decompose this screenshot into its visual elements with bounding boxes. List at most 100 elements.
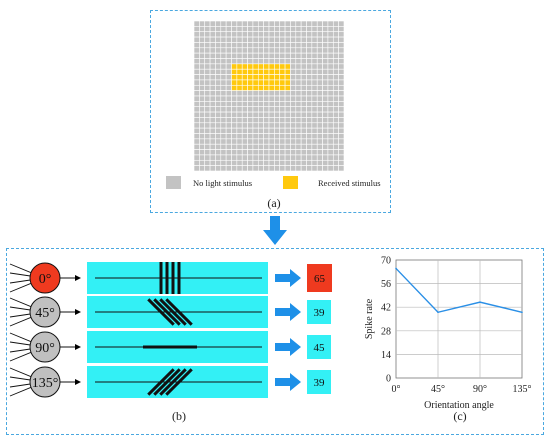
stimulus-pixel — [263, 63, 270, 70]
grid-pixel — [257, 58, 264, 65]
grid-pixel — [257, 122, 264, 129]
grid-pixel — [306, 138, 313, 145]
grid-pixel — [193, 106, 200, 113]
grid-pixel — [252, 26, 259, 33]
grid-pixel — [306, 52, 313, 59]
spike-rate-line — [395, 267, 523, 314]
grid-pixel — [236, 52, 243, 59]
grid-pixel — [263, 159, 270, 166]
grid-pixel — [338, 101, 345, 108]
rate-box — [307, 335, 331, 359]
grid-pixel — [295, 122, 302, 129]
grid-pixel — [300, 58, 307, 65]
grid-pixel — [268, 52, 275, 59]
grid-pixel — [327, 122, 334, 129]
dendrite-line — [9, 351, 33, 362]
grid-pixel — [322, 58, 329, 65]
grating-stripe — [165, 368, 193, 396]
grid-pixel — [279, 90, 286, 97]
grid-pixel — [311, 127, 318, 134]
grid-pixel — [268, 58, 275, 65]
grid-pixel — [300, 101, 307, 108]
grid-pixel — [332, 42, 339, 49]
grid-pixel — [327, 63, 334, 70]
grid-pixel — [332, 101, 339, 108]
grid-pixel — [225, 95, 232, 102]
grid-pixel — [268, 165, 275, 172]
grid-pixel — [263, 58, 270, 65]
grid-pixel — [338, 138, 345, 145]
grid-pixel — [332, 84, 339, 91]
grid-pixel — [316, 36, 323, 43]
grid-pixel — [316, 95, 323, 102]
grating-stripe — [159, 298, 187, 326]
grid-pixel — [199, 106, 206, 113]
grid-pixel — [300, 127, 307, 134]
grid-pixel — [252, 47, 259, 54]
grid-pixel — [241, 154, 248, 161]
grid-pixel — [332, 31, 339, 38]
grid-pixel — [236, 122, 243, 129]
grid-pixel — [279, 127, 286, 134]
grid-pixel — [327, 79, 334, 86]
grid-pixel — [316, 143, 323, 150]
grid-pixel — [193, 159, 200, 166]
grid-pixel — [236, 26, 243, 33]
stimulus-pixel — [257, 84, 264, 91]
grid-pixel — [236, 95, 243, 102]
grid-pixel — [193, 63, 200, 70]
panel-bc-frame — [6, 248, 544, 435]
grid-pixel — [290, 101, 297, 108]
grating-stripe — [165, 298, 193, 326]
grid-pixel — [311, 90, 318, 97]
stimulus-pixel — [231, 63, 238, 70]
grid-pixel — [332, 159, 339, 166]
stimulus-pixel — [268, 84, 275, 91]
grid-pixel — [263, 90, 270, 97]
grid-pixel — [332, 106, 339, 113]
grid-pixel — [215, 74, 222, 81]
grid-pixel — [316, 31, 323, 38]
grid-pixel — [209, 68, 216, 75]
y-tick-label: 42 — [381, 303, 391, 314]
grid-pixel — [295, 101, 302, 108]
grid-pixel — [311, 138, 318, 145]
grid-pixel — [247, 143, 254, 150]
grid-pixel — [252, 52, 259, 59]
grid-pixel — [300, 165, 307, 172]
grid-pixel — [209, 31, 216, 38]
grid-pixel — [332, 111, 339, 118]
grid-pixel — [231, 122, 238, 129]
grid-pixel — [279, 106, 286, 113]
grid-pixel — [306, 26, 313, 33]
grid-pixel — [220, 101, 227, 108]
grid-pixel — [284, 165, 291, 172]
grid-pixel — [220, 26, 227, 33]
output-arrow-icon — [275, 338, 301, 356]
grid-pixel — [231, 31, 238, 38]
grid-pixel — [236, 31, 243, 38]
grid-pixel — [300, 26, 307, 33]
grid-pixel — [204, 143, 211, 150]
grating-stripe — [147, 368, 175, 396]
grid-pixel — [279, 143, 286, 150]
grid-pixel — [209, 42, 216, 49]
grid-pixel — [247, 106, 254, 113]
grid-pixel — [220, 117, 227, 124]
grid-pixel — [322, 63, 329, 70]
grid-pixel — [268, 154, 275, 161]
stimulus-pixel — [241, 63, 248, 70]
grid-pixel — [263, 101, 270, 108]
grid-pixel — [322, 36, 329, 43]
grid-pixel — [215, 159, 222, 166]
grid-pixel — [231, 20, 238, 27]
grid-pixel — [220, 138, 227, 145]
grid-pixel — [306, 36, 313, 43]
grid-pixel — [300, 117, 307, 124]
stimulus-pixel — [284, 68, 291, 75]
grid-pixel — [274, 36, 281, 43]
grid-pixel — [257, 26, 264, 33]
grid-pixel — [209, 101, 216, 108]
grid-pixel — [322, 26, 329, 33]
plot-area — [395, 259, 523, 379]
